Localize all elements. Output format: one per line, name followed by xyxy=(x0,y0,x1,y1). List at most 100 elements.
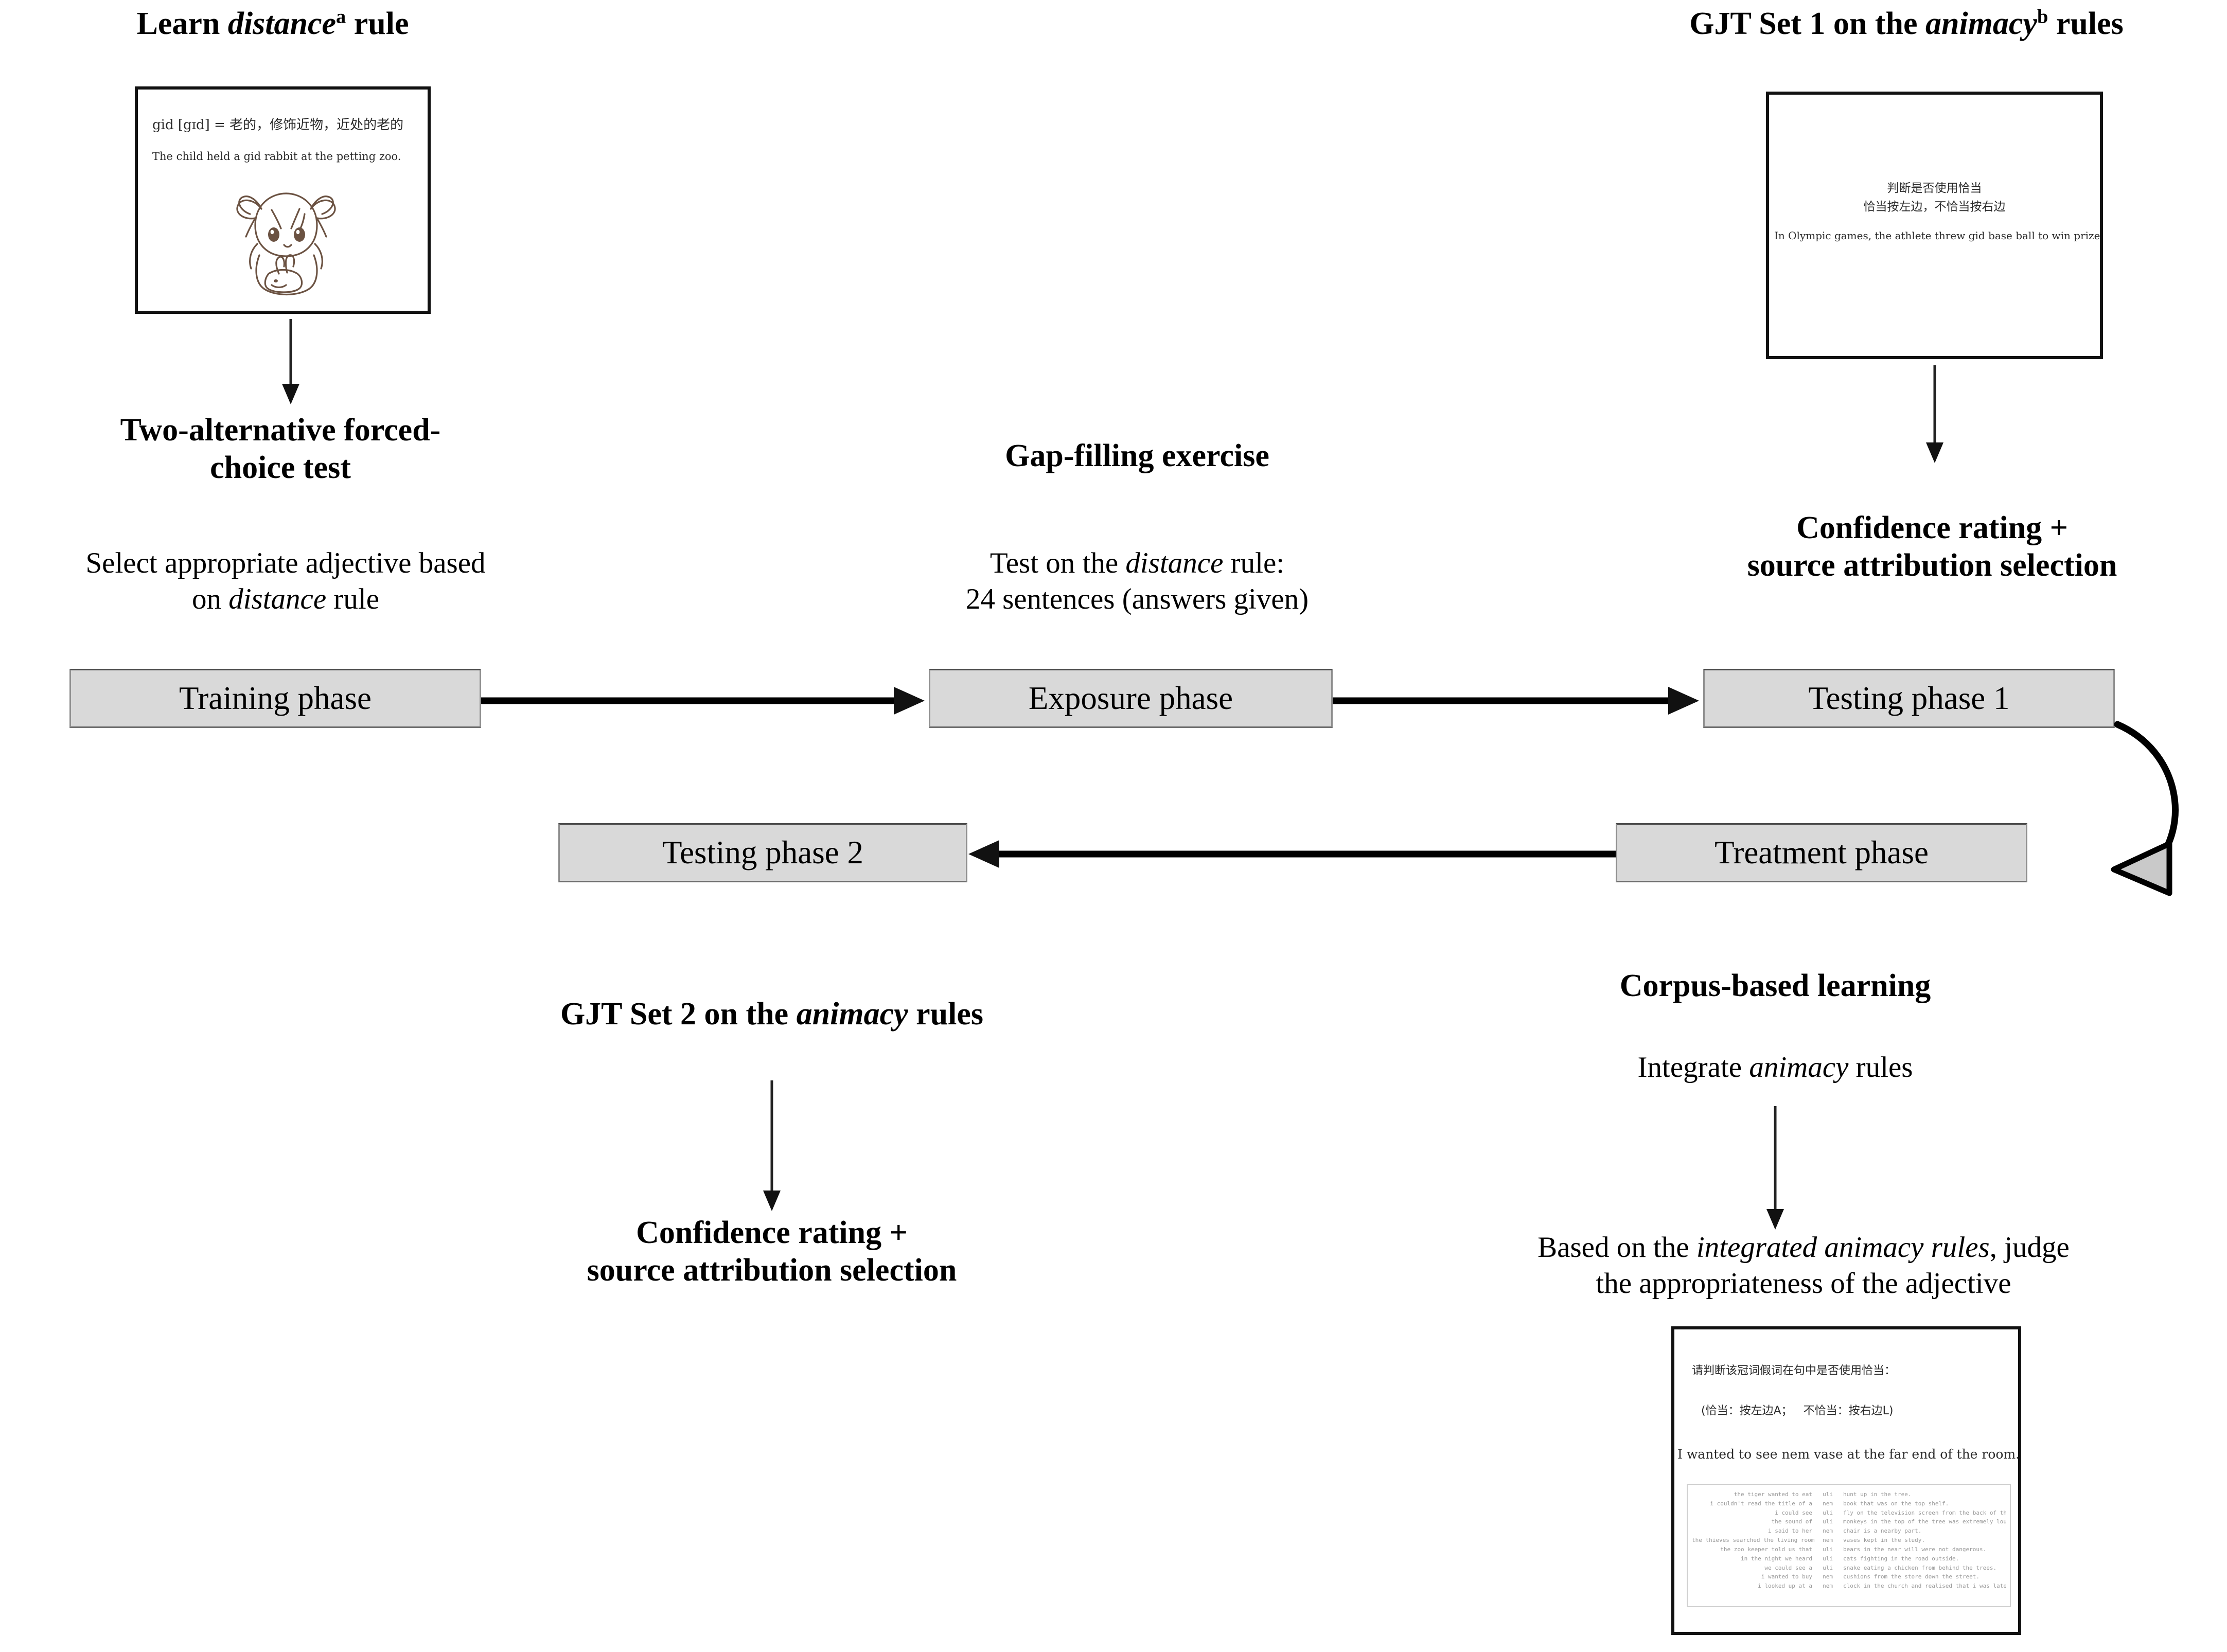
screenshot-training-stimulus: gid [gɪd] = 老的，修饰近物，近处的老的 The child held… xyxy=(135,86,431,314)
phase-label-treatment: Treatment phase xyxy=(1715,834,1929,871)
heading-learn-distance-rule: Learn distancea rule xyxy=(62,5,484,43)
concordance-right: bears in the near will were not dangerou… xyxy=(1843,1546,1987,1553)
concordance-right: cats fighting in the road outside. xyxy=(1843,1555,1959,1562)
arrow-treatment-to-testing2 xyxy=(968,840,1616,868)
concordance-right: hunt up in the tree. xyxy=(1843,1491,1912,1498)
subtext-2afc-line2-pre: on xyxy=(191,582,229,615)
phase-box-training[interactable]: Training phase xyxy=(69,669,481,728)
concordance-keyword: nem xyxy=(1823,1527,1833,1535)
arrow-training-to-exposure xyxy=(481,687,925,715)
phase-label-exposure: Exposure phase xyxy=(1028,680,1233,716)
subtext-integrate-animacy-rules: Integrate animacy rules xyxy=(1508,1050,2043,1086)
concordance-left: i couldn't read the title of a xyxy=(1710,1500,1813,1507)
heading-confidence-rating-testing1: Confidence rating + source attribution s… xyxy=(1652,509,2213,584)
corpus-concordance-table: the tiger wanted to eat uli hunt up in t… xyxy=(1687,1484,2011,1607)
phase-label-testing2: Testing phase 2 xyxy=(662,834,863,871)
arrow-testing1-to-treatment-curved xyxy=(2111,721,2179,896)
gjt1-instruction-line1: 判断是否使用恰当 xyxy=(1887,182,1982,195)
concordance-keyword: uli xyxy=(1823,1564,1833,1571)
gjt1-instruction-line2: 恰当按左边，不恰当按右边 xyxy=(1863,200,2006,214)
concordance-row: the tiger wanted to eat uli hunt up in t… xyxy=(1692,1490,2006,1499)
concordance-right: snake eating a chicken from behind the t… xyxy=(1843,1564,1997,1571)
confidence-rating-2-line2: source attribution selection xyxy=(587,1253,957,1288)
concordance-row: the thieves searched the living room for… xyxy=(1692,1536,2006,1545)
phase-label-testing1: Testing phase 1 xyxy=(1808,680,2010,716)
subtext-2afc-line1: Select appropriate adjective based xyxy=(85,547,486,579)
arrow-gjt2-to-confidence-rating xyxy=(763,1080,781,1211)
training-stimulus-gloss: gid [gɪd] = 老的，修饰近物，近处的老的 xyxy=(152,117,404,133)
heading-gjt1-pre: GJT Set 1 on the xyxy=(1689,6,1925,41)
concordance-row: the zoo keeper told us that uli bears in… xyxy=(1692,1545,2006,1554)
gap-subtext-line1-emphasis: distance xyxy=(1125,547,1224,579)
concordance-row: i wanted to buy nem cushions from the st… xyxy=(1692,1572,2006,1582)
concordance-row: i said to her nem chair is a nearby part… xyxy=(1692,1526,2006,1536)
heading-gjt2-emphasis: animacy xyxy=(796,997,908,1032)
heading-learn-distance-emphasis: distance xyxy=(227,6,336,41)
concordance-left: i said to her xyxy=(1768,1527,1813,1535)
concordance-keyword: nem xyxy=(1823,1537,1833,1544)
concordance-left: in the night we heard xyxy=(1740,1555,1813,1562)
subtext-two-alternative-forced-choice: Select appropriate adjective based on di… xyxy=(5,545,566,617)
concordance-row: in the night we heard uli cats fighting … xyxy=(1692,1554,2006,1564)
concordance-row: i looked up at a nem clock in the church… xyxy=(1692,1582,2006,1591)
concordance-keyword: uli xyxy=(1823,1546,1833,1553)
screenshot-treatment-stimulus: 请判断该冠词假词在句中是否使用恰当： (恰当：按左边A； 不恰当：按右边L) I… xyxy=(1671,1326,2021,1635)
treatment-instruction-line2: (恰当：按左边A； 不恰当：按右边L) xyxy=(1701,1405,1894,1417)
confidence-rating-1-line2: source attribution selection xyxy=(1747,548,2117,583)
heading-learn-distance-footnote: a xyxy=(336,6,346,28)
heading-learn-distance-pre: Learn xyxy=(136,6,228,41)
concordance-left: i looked up at a xyxy=(1758,1583,1813,1590)
judge-line1-pre: Based on the xyxy=(1537,1231,1696,1264)
arrow-gjt1-to-confidence-rating xyxy=(1926,365,1943,463)
heading-2afc-line2: choice test xyxy=(210,450,351,486)
heading-two-alternative-forced-choice: Two-alternative forced- choice test xyxy=(21,412,540,487)
subtext-2afc-line2-emphasis: distance xyxy=(228,582,327,615)
judge-line2: the appropriateness of the adjective xyxy=(1596,1267,2011,1300)
concordance-right: cushions from the store down the street. xyxy=(1843,1573,1979,1580)
phase-box-treatment[interactable]: Treatment phase xyxy=(1616,823,2027,882)
phase-box-testing2[interactable]: Testing phase 2 xyxy=(558,823,967,882)
integrate-post: rules xyxy=(1848,1051,1913,1083)
judge-line1-emphasis: integrated animacy rules xyxy=(1696,1231,1990,1264)
concordance-right: fly on the television screen from the ba… xyxy=(1843,1509,2006,1516)
concordance-keyword: uli xyxy=(1823,1518,1833,1525)
confidence-rating-1-line1: Confidence rating + xyxy=(1796,510,2068,545)
arrow-corpus-to-judge xyxy=(1766,1106,1784,1230)
concordance-keyword: nem xyxy=(1823,1573,1833,1580)
rabbit-illustration-icon xyxy=(236,192,336,296)
phase-box-exposure[interactable]: Exposure phase xyxy=(929,669,1333,728)
gjt1-sentence: In Olympic games, the athlete threw gid … xyxy=(1774,229,2103,242)
concordance-left: the thieves searched the living room for xyxy=(1692,1537,1818,1544)
concordance-right: chair is a nearby part. xyxy=(1843,1527,1922,1535)
phase-label-training: Training phase xyxy=(179,680,372,716)
concordance-keyword: nem xyxy=(1823,1583,1833,1590)
heading-gjt2-pre: GJT Set 2 on the xyxy=(560,997,797,1032)
heading-gjt-set-1: GJT Set 1 on the animacyb rules xyxy=(1590,5,2223,43)
subtext-gap-filling-exercise: Test on the distance rule: 24 sentences … xyxy=(870,545,1405,617)
concordance-left: the tiger wanted to eat xyxy=(1734,1491,1813,1498)
subtext-2afc-line2-post: rule xyxy=(326,582,380,615)
concordance-left: we could see a xyxy=(1764,1564,1813,1571)
concordance-keyword: nem xyxy=(1823,1500,1833,1507)
concordance-left: the sound of xyxy=(1771,1518,1813,1525)
concordance-left: i could see xyxy=(1775,1509,1813,1516)
gap-subtext-line1-pre: Test on the xyxy=(989,547,1126,579)
heading-gjt1-footnote: b xyxy=(2037,6,2048,28)
heading-gjt-set-2: GJT Set 2 on the animacy rules xyxy=(422,996,1122,1033)
treatment-sentence: I wanted to see nem vase at the far end … xyxy=(1677,1447,2020,1462)
screenshot-gjt1-stimulus: 判断是否使用恰当 恰当按左边，不恰当按右边 In Olympic games, … xyxy=(1766,92,2103,359)
heading-gjt2-post: rules xyxy=(908,997,984,1032)
heading-gjt1-post: rules xyxy=(2048,6,2124,41)
phase-box-testing1[interactable]: Testing phase 1 xyxy=(1703,669,2115,728)
concordance-left: i wanted to buy xyxy=(1761,1573,1813,1580)
heading-2afc-line1: Two-alternative forced- xyxy=(120,413,441,448)
gap-subtext-line2: 24 sentences (answers given) xyxy=(965,582,1309,615)
heading-confidence-rating-testing2: Confidence rating + source attribution s… xyxy=(466,1214,1078,1289)
gap-subtext-line1-post: rule: xyxy=(1223,547,1285,579)
concordance-keyword: uli xyxy=(1823,1555,1833,1562)
concordance-row: we could see a uli snake eating a chicke… xyxy=(1692,1564,2006,1573)
judge-line1-post: , judge xyxy=(1989,1231,2070,1264)
concordance-row: i couldn't read the title of a nem book … xyxy=(1692,1499,2006,1508)
heading-learn-distance-post: rule xyxy=(346,6,409,41)
heading-gjt1-emphasis: animacy xyxy=(1925,6,2037,41)
